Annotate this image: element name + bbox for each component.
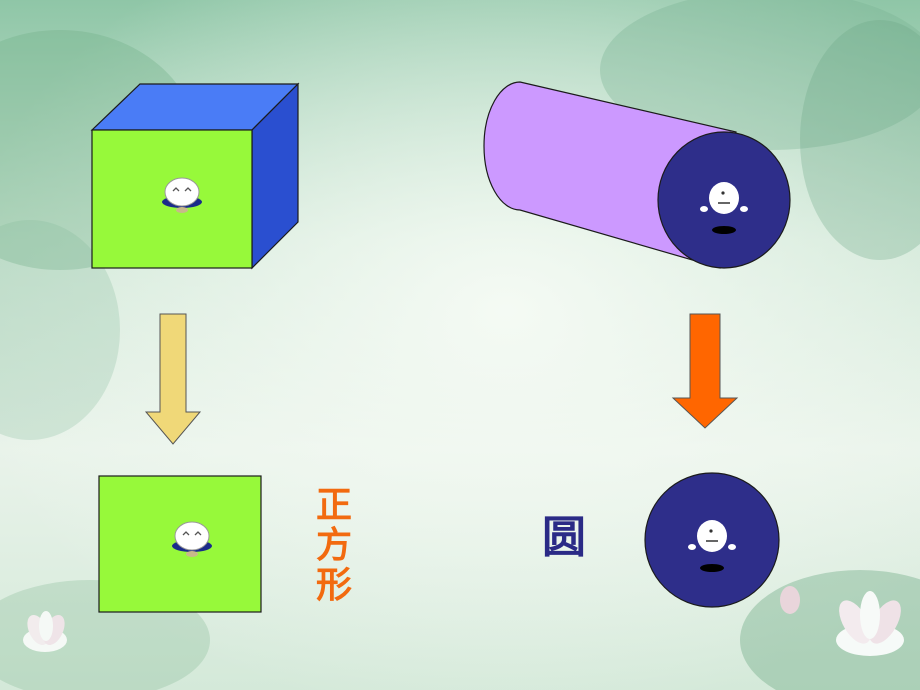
lotus-bud bbox=[780, 586, 800, 614]
arrow-down-right-icon bbox=[671, 313, 739, 429]
leaf-wash-top-right bbox=[600, 0, 920, 150]
cube-3d bbox=[90, 82, 300, 270]
arrow-down-left-icon bbox=[144, 313, 202, 445]
lotus-flower-left-icon bbox=[23, 611, 67, 652]
smiley-face-icon bbox=[162, 177, 202, 213]
label-square: 正 方 形 bbox=[315, 485, 352, 606]
smiley-face-icon bbox=[172, 521, 212, 557]
label-circle: 圆 bbox=[542, 512, 586, 563]
lotus-flower-right-icon bbox=[780, 586, 904, 656]
ghost-face-icon bbox=[700, 182, 748, 234]
ghost-face-icon bbox=[688, 520, 736, 572]
